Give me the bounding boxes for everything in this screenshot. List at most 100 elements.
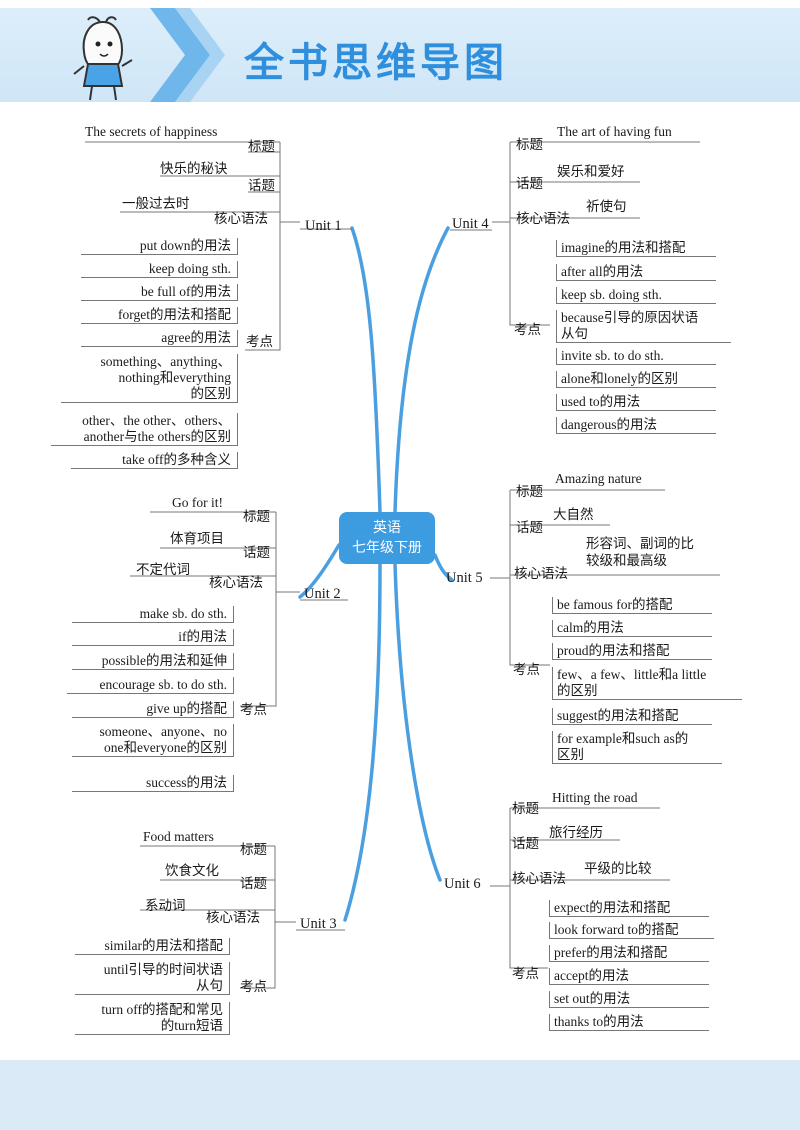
unit2-topic: 体育项目 — [170, 531, 224, 546]
unit4-point: used to的用法 — [556, 394, 716, 411]
unit5-tag-topic: 话题 — [516, 520, 543, 536]
unit2-point: encourage sb. to do sth. — [67, 677, 234, 694]
unit2-tag-title: 标题 — [243, 509, 270, 525]
unit3-point: turn off的搭配和常见的turn短语 — [75, 1002, 230, 1035]
unit5-title: Amazing nature — [555, 471, 642, 486]
unit6-label: Unit 6 — [444, 876, 481, 892]
unit5-point: suggest的用法和搭配 — [552, 708, 712, 725]
unit2-label: Unit 2 — [304, 586, 341, 602]
unit6-point: look forward to的搭配 — [549, 922, 714, 939]
unit6-tag-points: 考点 — [512, 966, 539, 982]
unit1-point: other、the other、others、another与the other… — [51, 413, 238, 446]
unit5-point: for example和such as的区别 — [552, 731, 722, 764]
unit2-tag-grammar: 核心语法 — [209, 575, 263, 591]
unit3-point: similar的用法和搭配 — [75, 938, 230, 955]
center-grade: 七年级下册 — [352, 540, 422, 556]
unit3-label: Unit 3 — [300, 916, 337, 932]
unit2-title: Go for it! — [172, 495, 223, 510]
unit5-tag-title: 标题 — [516, 484, 543, 500]
unit4-point: after all的用法 — [556, 264, 716, 281]
unit4-tag-grammar: 核心语法 — [516, 211, 570, 227]
unit2-point: make sb. do sth. — [72, 606, 234, 623]
unit6-grammar: 平级的比较 — [584, 861, 652, 876]
unit4-topic: 娱乐和爱好 — [557, 164, 625, 179]
unit1-tag-grammar: 核心语法 — [214, 211, 268, 227]
branch-unit1 — [350, 226, 382, 514]
unit3-tag-topic: 话题 — [240, 876, 267, 892]
unit1-point: agree的用法 — [81, 330, 238, 347]
unit3-tag-title: 标题 — [240, 842, 267, 858]
unit4-point: dangerous的用法 — [556, 417, 716, 434]
unit4-grammar: 祈使句 — [586, 199, 627, 214]
unit4-tag-points: 考点 — [514, 322, 541, 338]
unit5-point: calm的用法 — [552, 620, 712, 637]
unit1-point: put down的用法 — [81, 238, 238, 255]
unit6-tag-title: 标题 — [512, 801, 539, 817]
header: 全书思维导图 — [0, 0, 800, 102]
unit2-point: possible的用法和延伸 — [72, 653, 234, 670]
unit1-label: Unit 1 — [305, 218, 342, 234]
unit3-tag-points: 考点 — [240, 979, 267, 995]
unit1-tag-points: 考点 — [246, 334, 273, 350]
branch-unit5 — [433, 553, 454, 582]
unit2-point: give up的搭配 — [72, 701, 234, 718]
unit4-point: imagine的用法和搭配 — [556, 240, 716, 257]
unit1-point: take off的多种含义 — [71, 452, 238, 469]
unit6-point: accept的用法 — [549, 968, 709, 985]
unit6-title: Hitting the road — [552, 790, 638, 805]
page-title: 全书思维导图 — [244, 40, 508, 86]
unit2-point: success的用法 — [72, 775, 234, 792]
unit4-point: because引导的原因状语从句 — [556, 310, 731, 343]
unit2-point: if的用法 — [72, 629, 234, 646]
unit6-tag-topic: 话题 — [512, 836, 539, 852]
unit5-grammar: 形容词、副词的比较级和最高级 — [586, 536, 694, 568]
unit2-tag-topic: 话题 — [243, 545, 270, 561]
unit6-topic: 旅行经历 — [549, 825, 603, 840]
header-chevrons — [150, 8, 225, 102]
unit1-title: The secrets of happiness — [85, 124, 218, 139]
mascot-icon — [73, 16, 133, 101]
branch-unit3 — [343, 562, 382, 922]
unit4-tag-title: 标题 — [516, 137, 543, 153]
unit2-grammar: 不定代词 — [136, 562, 190, 577]
unit3-point: until引导的时间状语从句 — [75, 962, 230, 995]
unit5-topic: 大自然 — [553, 507, 594, 522]
chevron-icon — [175, 8, 225, 102]
unit1-point: forget的用法和搭配 — [81, 307, 238, 324]
unit5-point: be famous for的搭配 — [552, 597, 712, 614]
unit4-title: The art of having fun — [557, 124, 672, 139]
unit6-point: expect的用法和搭配 — [549, 900, 709, 917]
unit1-point: keep doing sth. — [81, 261, 238, 278]
unit4-point: keep sb. doing sth. — [556, 287, 716, 304]
unit3-title: Food matters — [143, 829, 214, 844]
unit4-point: invite sb. to do sth. — [556, 348, 716, 365]
unit2-tag-points: 考点 — [240, 702, 267, 718]
header-band — [0, 8, 800, 102]
chevron-icon — [150, 8, 210, 102]
center-node: 英语 七年级下册 — [339, 512, 435, 564]
unit3-topic: 饮食文化 — [165, 863, 219, 878]
unit1-point: be full of的用法 — [81, 284, 238, 301]
unit5-tag-points: 考点 — [513, 662, 540, 678]
unit4-tag-topic: 话题 — [516, 176, 543, 192]
footer-band — [0, 1060, 800, 1130]
unit4-label: Unit 4 — [452, 216, 489, 232]
unit6-tag-grammar: 核心语法 — [512, 871, 566, 887]
unit6-point: set out的用法 — [549, 991, 709, 1008]
unit5-point: proud的用法和搭配 — [552, 643, 712, 660]
unit5-tag-grammar: 核心语法 — [514, 566, 568, 582]
center-subject: 英语 — [373, 520, 401, 536]
unit6-point: thanks to的用法 — [549, 1014, 709, 1031]
unit1-tag-title: 标题 — [248, 139, 275, 155]
unit4-point: alone和lonely的区别 — [556, 371, 716, 388]
unit3-tag-grammar: 核心语法 — [206, 910, 260, 926]
unit1-tag-topic: 话题 — [248, 178, 275, 194]
unit1-grammar: 一般过去时 — [122, 196, 190, 211]
branch-unit4 — [393, 226, 450, 514]
branch-unit2 — [298, 543, 341, 599]
unit1-topic: 快乐的秘诀 — [160, 161, 228, 176]
